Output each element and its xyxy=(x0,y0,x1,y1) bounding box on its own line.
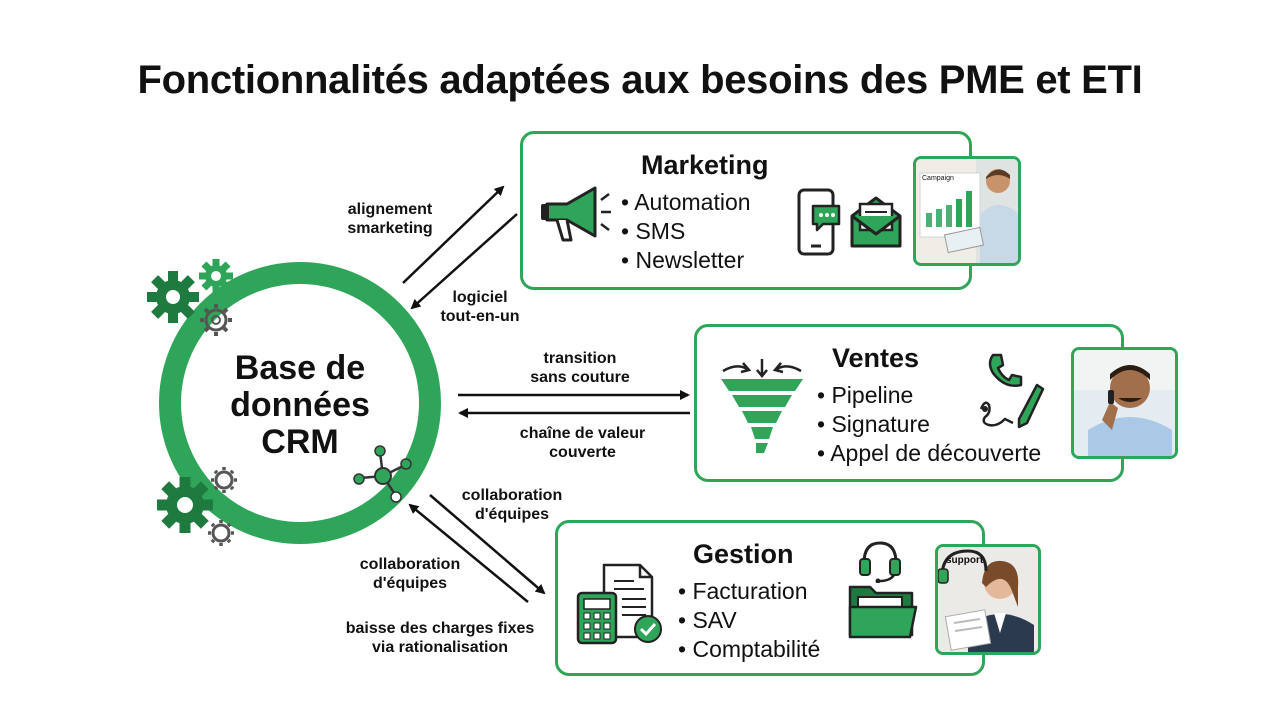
gear-icon xyxy=(157,477,213,533)
support-badge: support xyxy=(946,555,984,566)
gestion-photo: support xyxy=(935,544,1041,655)
list-item: Pipeline xyxy=(817,381,1041,410)
envelope-icon xyxy=(850,196,902,248)
page-title: Fonctionnalités adaptées aux besoins des… xyxy=(137,58,1143,102)
card-ventes: Ventes Pipeline Signature Appel de décou… xyxy=(694,324,1124,482)
invoice-calculator-icon xyxy=(576,563,662,645)
arrow-marketing-to-crm xyxy=(410,213,518,310)
gear-icon xyxy=(147,271,199,323)
card-marketing: Marketing Automation SMS Newsletter xyxy=(520,131,972,290)
list-item: Newsletter xyxy=(621,246,751,275)
network-icon xyxy=(353,445,412,503)
megaphone-icon xyxy=(541,186,611,242)
photo-screen-title: Campaign xyxy=(922,175,954,182)
gear-icon xyxy=(200,304,232,336)
list-item: Comptabilité xyxy=(678,635,820,664)
headset-icon xyxy=(859,541,901,583)
pen-signature-icon xyxy=(979,383,1045,429)
arrow-crm-to-marketing xyxy=(402,185,505,284)
list-item: SMS xyxy=(621,217,751,246)
crm-label-line: Base de xyxy=(234,349,366,387)
card-title: Marketing xyxy=(641,150,769,180)
card-title: Gestion xyxy=(693,539,794,569)
card-title: Ventes xyxy=(832,343,920,373)
phone-icon xyxy=(988,353,1023,387)
card-ventes-list: Pipeline Signature Appel de découverte xyxy=(817,381,1041,468)
gear-icon xyxy=(208,520,234,546)
card-gestion-list: Facturation SAV Comptabilité xyxy=(678,577,820,664)
arrow-crm-to-gestion xyxy=(429,494,546,595)
funnel-icon xyxy=(721,359,803,453)
ventes-photo xyxy=(1071,347,1178,459)
list-item: Signature xyxy=(817,410,1041,439)
card-gestion: Gestion Facturation SAV Comptabilité xyxy=(555,520,985,676)
card-marketing-list: Automation SMS Newsletter xyxy=(621,188,751,275)
crm-ring xyxy=(159,262,441,544)
gear-icon xyxy=(211,467,237,493)
list-item: Automation xyxy=(621,188,750,217)
crm-label-line: données xyxy=(230,386,370,424)
list-item: SAV xyxy=(678,606,820,635)
folder-icon xyxy=(848,585,918,639)
gear-icon xyxy=(199,259,233,293)
crm-label-line: CRM xyxy=(261,423,339,461)
arrow-gestion-to-crm xyxy=(408,503,529,603)
marketing-photo: Campaign xyxy=(913,156,1021,266)
list-item: Appel de découverte xyxy=(817,439,1041,468)
list-item: Facturation xyxy=(678,577,820,606)
crm-label: Base de données CRM xyxy=(190,350,410,461)
smartphone-chat-icon xyxy=(797,188,841,256)
